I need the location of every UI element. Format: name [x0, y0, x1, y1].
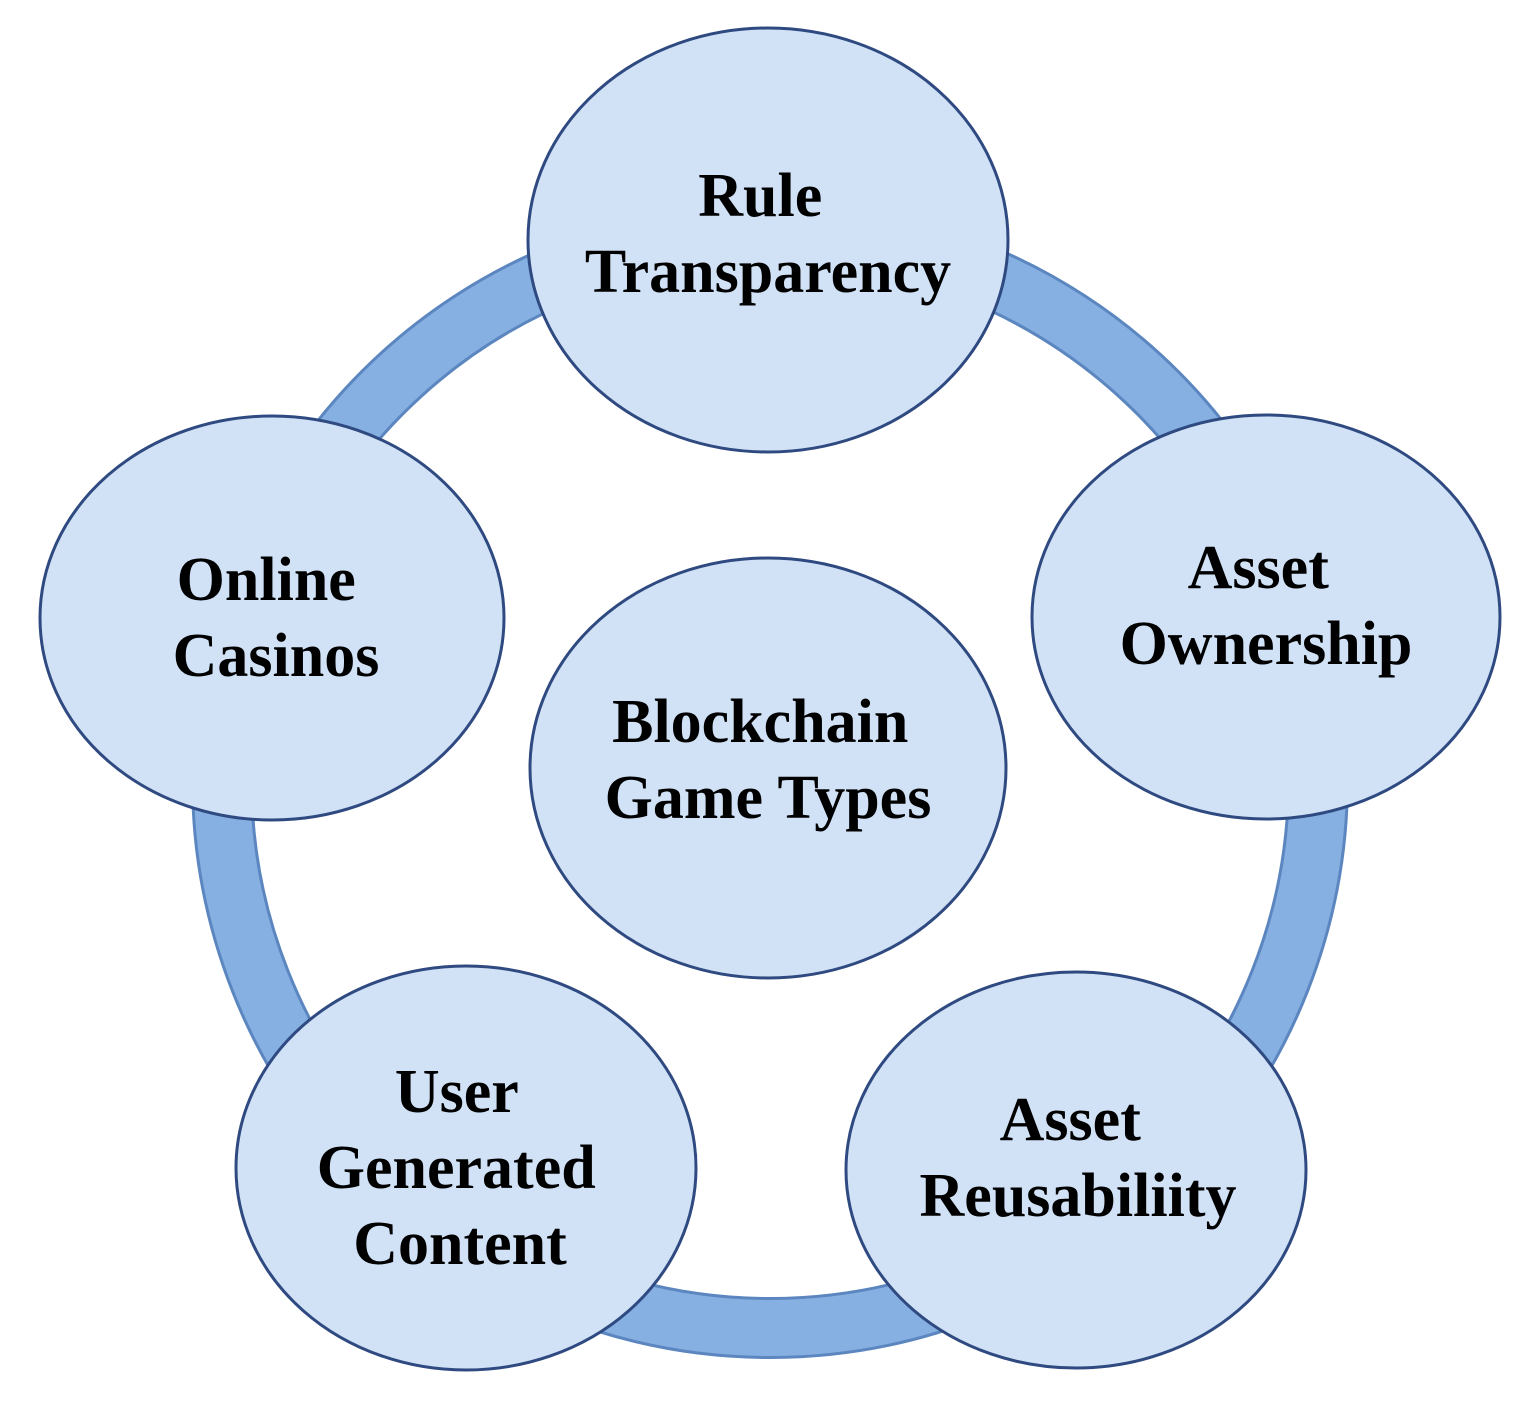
center-node-label: Blockchain Game Types [605, 688, 932, 832]
node-online-casinos-label: Online Casinos [173, 546, 380, 690]
center-node-label-line-1: Blockchain [612, 688, 908, 756]
node-rule-transparency-line-1: Rule [698, 162, 822, 230]
node-asset-reusability-ellipse [844, 970, 1308, 1370]
node-asset-ownership-line-2: Ownership [1120, 610, 1413, 678]
node-online-casinos-line-2: Casinos [173, 622, 380, 690]
node-online-casinos-line-1: Online [177, 546, 356, 614]
center-node-ellipse [528, 556, 1008, 980]
node-rule-transparency-ellipse [526, 26, 1010, 454]
node-user-generated-content-line-3: Content [353, 1210, 567, 1278]
center-node: Blockchain Game Types [528, 556, 1008, 980]
node-user-generated-content-label: User Generated Content [317, 1058, 611, 1278]
node-online-casinos: Online Casinos [38, 414, 506, 822]
center-node-label-line-2: Game Types [605, 764, 932, 832]
node-rule-transparency: Rule Transparency [526, 26, 1010, 454]
node-asset-ownership-ellipse [1030, 413, 1502, 821]
node-asset-reusability-label: Asset Reusabiliity [920, 1086, 1237, 1230]
node-asset-reusability: Asset Reusabiliity [844, 970, 1308, 1370]
node-asset-ownership-label: Asset Ownership [1120, 534, 1413, 678]
node-asset-ownership: Asset Ownership [1030, 413, 1502, 821]
node-user-generated-content-line-1: User [395, 1058, 518, 1126]
node-user-generated-content-ellipse [234, 964, 698, 1372]
node-asset-reusability-line-1: Asset [1000, 1086, 1142, 1154]
node-asset-ownership-line-1: Asset [1188, 534, 1330, 602]
node-rule-transparency-label: Rule Transparency [585, 162, 951, 306]
node-asset-reusability-line-2: Reusabiliity [920, 1162, 1237, 1230]
node-user-generated-content: User Generated Content [234, 964, 698, 1372]
node-user-generated-content-line-2: Generated [317, 1134, 596, 1202]
node-online-casinos-ellipse [38, 414, 506, 822]
node-rule-transparency-line-2: Transparency [585, 238, 951, 306]
